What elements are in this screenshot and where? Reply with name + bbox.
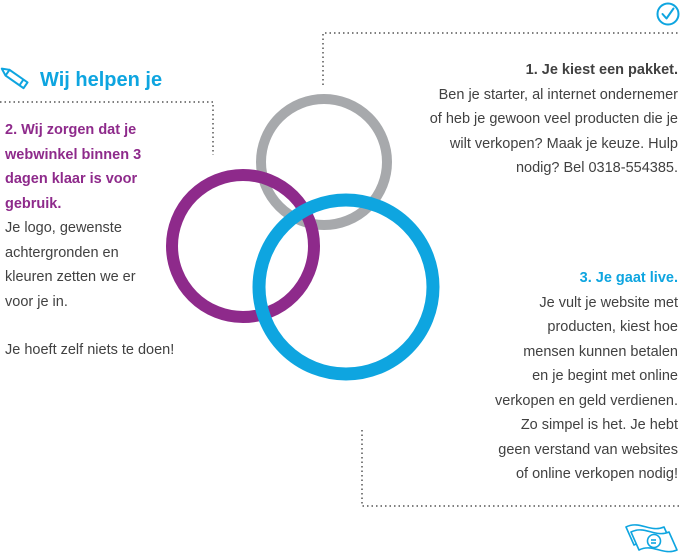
step2-block: 2. Wij zorgen dat je webwinkel binnen 3 … bbox=[5, 118, 195, 363]
step2-line: Je logo, gewenste bbox=[5, 220, 122, 236]
step2-heading-line: 2. Wij zorgen dat je bbox=[5, 122, 137, 138]
gray-ring bbox=[256, 94, 392, 230]
step3-line: producten, kiest hoe bbox=[547, 319, 678, 335]
euro-banknotes-icon bbox=[625, 524, 678, 553]
step3-line: geen verstand van websites bbox=[498, 441, 678, 458]
step3-line: verkopen en geld verdienen. bbox=[495, 392, 678, 409]
checkmark-circle-icon bbox=[656, 2, 680, 26]
purple-ring bbox=[166, 169, 320, 323]
dotted-connector-left bbox=[0, 101, 214, 155]
step3-line: of online verkopen nodig! bbox=[515, 466, 678, 482]
step2-heading-line: webwinkel binnen 3 bbox=[5, 146, 142, 163]
step3-line: mensen kunnen betalen bbox=[523, 343, 678, 360]
page-title: Wij helpen je bbox=[40, 69, 163, 91]
step3-block: 3. Je gaat live. Je vult je website met … bbox=[418, 266, 678, 487]
step1-line: wilt verkopen? Maak je keuze. Hulp bbox=[449, 135, 678, 152]
step1-line: of heb je gewoon veel producten die je bbox=[429, 111, 678, 127]
step2-line: voor je in. bbox=[5, 293, 68, 310]
step2-heading-line: dagen klaar is voor bbox=[5, 171, 138, 187]
pencil-icon bbox=[0, 67, 29, 90]
step2-line: achtergronden en bbox=[5, 244, 119, 261]
step3-line: Zo simpel is het. Je hebt bbox=[520, 417, 678, 433]
dotted-connector-bottom bbox=[361, 430, 680, 507]
step1-block: 1. Je kiest een pakket. Ben je starter, … bbox=[348, 58, 678, 181]
step1-heading: 1. Je kiest een pakket. bbox=[525, 62, 678, 78]
step1-line: nodig? Bel 0318-554385. bbox=[515, 160, 678, 176]
step2-footer: Je hoeft zelf niets te doen! bbox=[5, 342, 175, 358]
blue-ring bbox=[252, 193, 440, 381]
step3-heading: 3. Je gaat live. bbox=[579, 270, 678, 286]
step2-line: kleuren zetten we er bbox=[5, 269, 136, 285]
step3-line: en je begint met online bbox=[532, 368, 678, 384]
step2-heading-line: gebruik. bbox=[5, 195, 62, 212]
step1-line: Ben je starter, al internet ondernemer bbox=[438, 86, 678, 103]
step3-line: Je vult je website met bbox=[539, 294, 678, 311]
